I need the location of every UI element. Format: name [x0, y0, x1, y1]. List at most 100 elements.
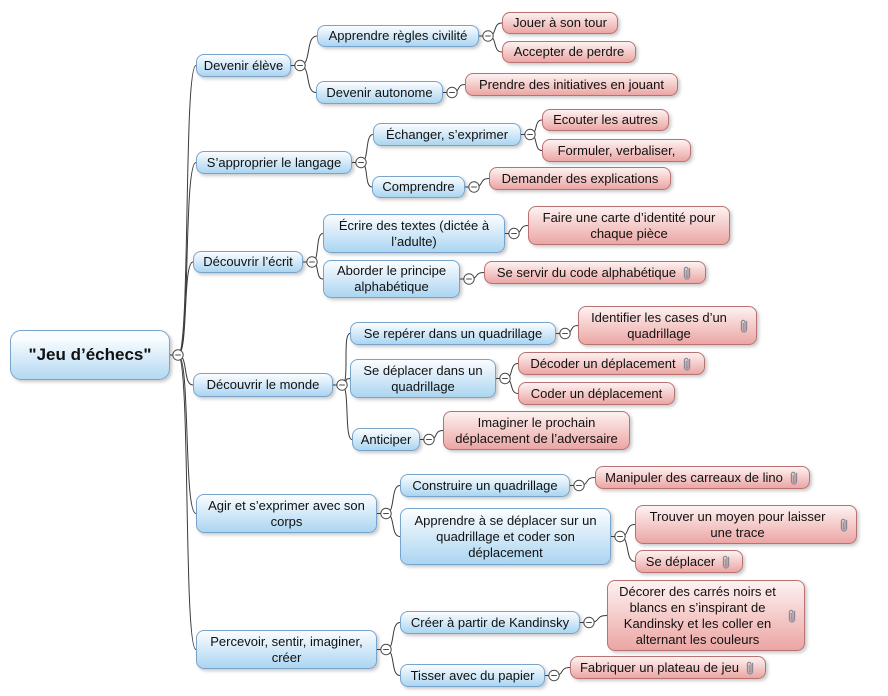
- paperclip-icon: [786, 608, 798, 624]
- node-decouvrir-le-monde[interactable]: Découvrir le monde: [193, 373, 333, 397]
- node-accepter-de-perdre[interactable]: Accepter de perdre: [502, 41, 636, 63]
- collapse-toggle-minus-circle-icon[interactable]: [306, 256, 318, 268]
- node-demander-des-explications[interactable]: Demander des explications: [489, 167, 671, 190]
- node-prendre-des-initiatives[interactable]: Prendre des initiatives en jouant: [465, 73, 678, 96]
- node-label: Écrire des textes (dictée à l’adulte): [338, 217, 490, 249]
- node-label: Se déplacer dans un quadrillage: [363, 362, 483, 394]
- node-se-deplacer-dans-un-quadrillage[interactable]: Se déplacer dans un quadrillage: [350, 359, 496, 398]
- paperclip-icon: [720, 554, 732, 570]
- node-agir-et-sexprimer[interactable]: Agir et s’exprimer avec son corps: [196, 494, 377, 533]
- node-label: Aborder le principe alphabétique: [336, 263, 447, 294]
- node-decoder-un-deplacement[interactable]: Décoder un déplacement: [518, 352, 705, 375]
- collapse-toggle-minus-circle-icon[interactable]: [336, 379, 348, 391]
- node-label: Jouer à son tour: [513, 15, 607, 30]
- collapse-toggle-minus-circle-icon[interactable]: [583, 616, 595, 629]
- node-formuler-verbaliser[interactable]: Formuler, verbaliser,: [542, 139, 691, 162]
- node-aborder-le-principe-alphabetique[interactable]: Aborder le principe alphabétique: [323, 260, 460, 298]
- node-devenir-eleve[interactable]: Devenir élève: [196, 54, 291, 77]
- node-label: Identifier les cases d’un quadrillage: [591, 309, 727, 341]
- node-label: Créer à partir de Kandinsky: [410, 614, 570, 630]
- node-label: Demander des explications: [501, 170, 659, 186]
- node-se-servir-du-code-alphabetique[interactable]: Se servir du code alphabétique: [484, 261, 706, 284]
- node-tisser-avec-du-papier[interactable]: Tisser avec du papier: [400, 664, 545, 687]
- node-label: Échanger, s’exprimer: [385, 126, 509, 142]
- paperclip-icon: [838, 517, 850, 533]
- paperclip-icon: [681, 265, 693, 281]
- node-label: S’approprier le langage: [206, 154, 342, 170]
- node-label: Devenir autonome: [326, 84, 433, 100]
- collapse-toggle-minus-circle-icon[interactable]: [380, 643, 392, 656]
- node-construire-un-quadrillage[interactable]: Construire un quadrillage: [400, 474, 570, 497]
- node-label: Imaginer le prochain déplacement de l’ad…: [455, 414, 618, 446]
- node-creer-a-partir-de-kandinsky[interactable]: Créer à partir de Kandinsky: [400, 611, 580, 634]
- node-identifier-les-cases[interactable]: Identifier les cases d’un quadrillage: [578, 306, 757, 345]
- collapse-toggle-minus-circle-icon[interactable]: [294, 59, 306, 72]
- node-label: Décorer des carrés noirs et blancs en s’…: [619, 583, 776, 647]
- collapse-toggle-minus-circle-icon[interactable]: [524, 128, 536, 141]
- collapse-toggle-minus-circle-icon[interactable]: [482, 30, 494, 42]
- node-label: Décoder un déplacement: [530, 355, 676, 371]
- node-label: Apprendre à se déplacer sur un quadrilla…: [414, 512, 597, 560]
- node-trouver-un-moyen[interactable]: Trouver un moyen pour laisser une trace: [635, 505, 857, 544]
- collapse-toggle-minus-circle-icon[interactable]: [446, 86, 458, 99]
- collapse-toggle-minus-circle-icon[interactable]: [172, 349, 184, 361]
- collapse-toggle-minus-circle-icon[interactable]: [508, 227, 520, 240]
- collapse-toggle-minus-circle-icon[interactable]: [499, 372, 511, 385]
- node-ecouter-les-autres[interactable]: Ecouter les autres: [542, 109, 669, 131]
- paperclip-icon: [788, 470, 800, 486]
- node-apprendre-regles-civilite[interactable]: Apprendre règles civilité: [317, 25, 479, 47]
- node-comprendre[interactable]: Comprendre: [372, 176, 465, 198]
- collapse-toggle-minus-circle-icon[interactable]: [380, 507, 392, 520]
- node-label: Fabriquer un plateau de jeu: [579, 659, 739, 675]
- node-devenir-autonome[interactable]: Devenir autonome: [316, 81, 443, 104]
- connector-line: [177, 162, 197, 356]
- collapse-toggle-minus-circle-icon[interactable]: [559, 327, 571, 340]
- node-faire-une-carte-didentite[interactable]: Faire une carte d’identité pour chaque p…: [528, 206, 730, 245]
- node-echanger-sexprimer[interactable]: Échanger, s’exprimer: [373, 123, 521, 146]
- collapse-toggle-minus-circle-icon[interactable]: [463, 273, 475, 285]
- collapse-toggle-minus-circle-icon[interactable]: [468, 181, 480, 193]
- collapse-toggle-minus-circle-icon[interactable]: [614, 530, 626, 543]
- node-label: Manipuler des carreaux de lino: [605, 469, 783, 485]
- node-label: Se repérer dans un quadrillage: [363, 325, 543, 341]
- paperclip-icon: [681, 356, 693, 372]
- node-label: Anticiper: [360, 431, 412, 447]
- node-label: Accepter de perdre: [513, 44, 625, 59]
- node-label: Comprendre: [382, 179, 455, 194]
- node-jouer-a-son-tour[interactable]: Jouer à son tour: [502, 12, 618, 34]
- node-percevoir-sentir-imaginer-creer[interactable]: Percevoir, sentir, imaginer, créer: [196, 630, 377, 669]
- collapse-toggle-minus-circle-icon[interactable]: [355, 156, 367, 169]
- paperclip-icon: [738, 318, 750, 334]
- node-jeu-dechecs[interactable]: "Jeu d’échecs": [10, 330, 170, 380]
- node-manipuler-des-carreaux-de-lino[interactable]: Manipuler des carreaux de lino: [595, 466, 810, 489]
- node-se-deplacer[interactable]: Se déplacer: [635, 550, 743, 573]
- node-decorer-des-carres[interactable]: Décorer des carrés noirs et blancs en s’…: [607, 580, 805, 651]
- node-decouvrir-lecrit[interactable]: Découvrir l’écrit: [193, 251, 303, 273]
- node-sapproprier-le-langage[interactable]: S’approprier le langage: [196, 151, 352, 174]
- node-label: Agir et s’exprimer avec son corps: [208, 497, 365, 529]
- connector-line: [177, 65, 197, 356]
- node-label: Trouver un moyen pour laisser une trace: [649, 508, 826, 540]
- node-imaginer-le-prochain-deplacement[interactable]: Imaginer le prochain déplacement de l’ad…: [443, 411, 630, 450]
- node-ecrire-des-textes[interactable]: Écrire des textes (dictée à l’adulte): [323, 214, 505, 253]
- node-label: Construire un quadrillage: [412, 477, 558, 493]
- node-label: Prendre des initiatives en jouant: [478, 76, 664, 92]
- node-anticiper[interactable]: Anticiper: [352, 428, 420, 451]
- paperclip-icon: [744, 660, 756, 676]
- node-se-reperer-dans-un-quadrillage[interactable]: Se repérer dans un quadrillage: [350, 322, 556, 345]
- node-label: Formuler, verbaliser,: [557, 142, 676, 158]
- node-label: Coder un déplacement: [530, 385, 663, 401]
- node-apprendre-a-se-deplacer[interactable]: Apprendre à se déplacer sur un quadrilla…: [400, 508, 611, 565]
- node-label: Faire une carte d’identité pour chaque p…: [542, 209, 716, 241]
- connector-line: [177, 354, 197, 650]
- node-fabriquer-un-plateau-de-jeu[interactable]: Fabriquer un plateau de jeu: [570, 656, 766, 679]
- node-label: Se déplacer: [645, 553, 716, 569]
- node-label: Découvrir l’écrit: [203, 254, 293, 269]
- collapse-toggle-minus-circle-icon[interactable]: [573, 479, 585, 492]
- node-coder-un-deplacement[interactable]: Coder un déplacement: [518, 382, 675, 405]
- collapse-toggle-minus-circle-icon[interactable]: [548, 669, 560, 682]
- collapse-toggle-minus-circle-icon[interactable]: [423, 433, 435, 446]
- connector-line: [341, 333, 351, 386]
